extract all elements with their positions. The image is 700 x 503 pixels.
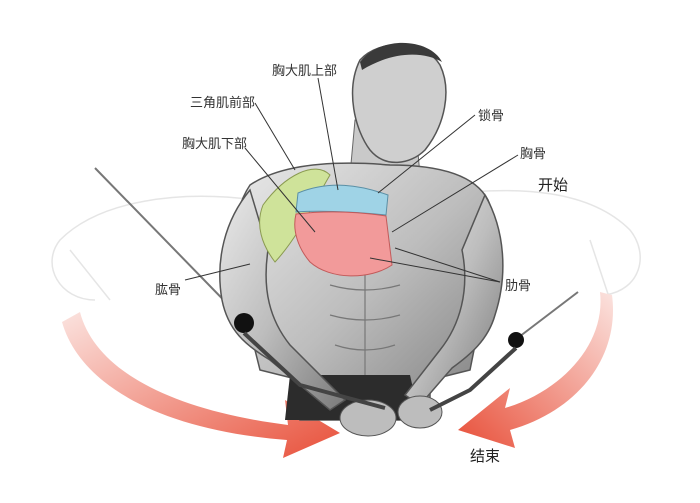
label-front-delt: 三角肌前部 (190, 96, 256, 111)
leader-lines (184, 77, 519, 283)
left-motion-arrow (62, 312, 340, 458)
right-motion-arrow (458, 292, 614, 448)
upper-pec-muscle (295, 184, 389, 216)
label-start: 开始 (538, 176, 569, 194)
cables (94, 167, 579, 341)
label-lower-pec: 胸大肌下部 (182, 137, 248, 152)
motion-arrows (62, 292, 614, 458)
label-rib: 肋骨 (505, 279, 532, 294)
label-clavicle: 锁骨 (478, 109, 505, 124)
label-upper-pec: 胸大肌上部 (272, 64, 338, 79)
highlighted-muscles (259, 168, 393, 277)
label-sternum: 胸骨 (520, 147, 547, 162)
lower-pec-muscle (294, 211, 393, 277)
label-end: 结束 (470, 447, 501, 465)
start-position-ghost (51, 189, 641, 301)
label-humerus: 肱骨 (155, 283, 182, 298)
cable-handles (234, 313, 524, 412)
